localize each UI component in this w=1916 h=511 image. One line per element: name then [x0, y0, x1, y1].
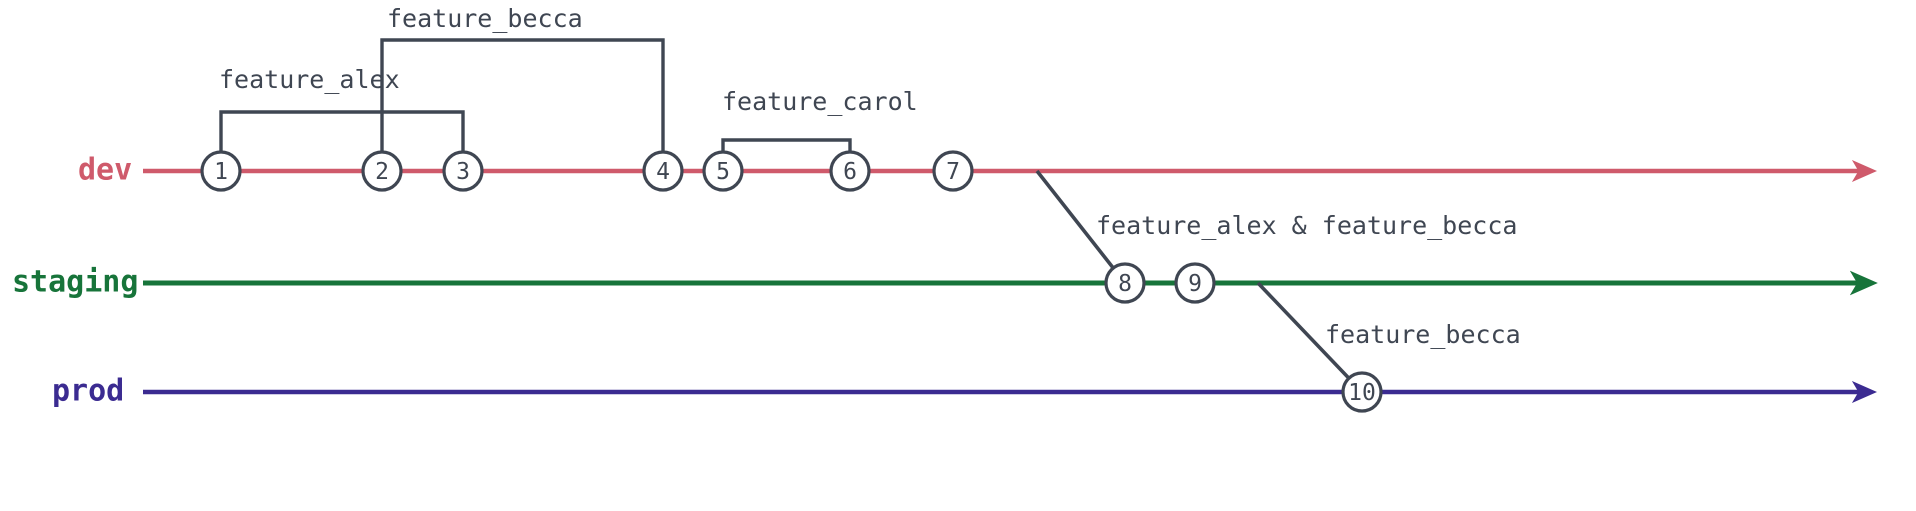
commit-number-5: 5: [716, 159, 730, 185]
feature-label-feature_alex: feature_alex: [219, 65, 400, 94]
merge-label-dev-to-staging-merge: feature_alex & feature_becca: [1096, 211, 1517, 240]
commit-circle-4: [642, 150, 684, 192]
merge-label-staging-to-prod-merge: feature_becca: [1325, 320, 1521, 349]
commit-number-6: 6: [843, 159, 857, 185]
commit-node-4[interactable]: 4: [642, 150, 684, 192]
commit-circle-9: [1174, 262, 1216, 304]
lane-lines-group: [143, 159, 1878, 404]
commit-number-10: 10: [1348, 380, 1376, 406]
commit-node-5[interactable]: 5: [702, 150, 744, 192]
merge-labels-group: feature_alex & feature_becca feature_becc…: [1096, 211, 1521, 349]
feature-label-feature_carol: feature_carol: [722, 87, 918, 116]
commit-node-6[interactable]: 6: [829, 150, 871, 192]
commit-number-7: 7: [946, 159, 960, 185]
commit-node-2[interactable]: 2: [361, 150, 403, 192]
lane-label-dev: dev: [78, 153, 132, 188]
commit-number-3: 3: [456, 159, 470, 185]
commit-circle-5: [702, 150, 744, 192]
commit-nodes-group: 1 2 3 4 5 6 7 8 9 10: [200, 150, 1383, 413]
commit-circle-6: [829, 150, 871, 192]
feature-labels-group: feature_alex feature_becca feature_carol: [219, 4, 918, 116]
commit-number-4: 4: [656, 159, 670, 185]
commit-number-2: 2: [375, 159, 389, 185]
commit-circle-1: [200, 150, 242, 192]
feature-bracket-feature_alex: [219, 110, 465, 171]
commit-node-10[interactable]: 10: [1341, 371, 1383, 413]
commit-node-9[interactable]: 9: [1174, 262, 1216, 304]
commit-circle-8: [1104, 262, 1146, 304]
commit-circle-2: [361, 150, 403, 192]
commit-node-1[interactable]: 1: [200, 150, 242, 192]
lane-label-staging: staging: [12, 265, 138, 300]
feature-bracket-feature_becca: [380, 38, 665, 171]
merge-line-staging-to-prod-merge: [1256, 281, 1364, 394]
commit-circle-10: [1341, 371, 1383, 413]
merge-line-dev-to-staging-merge: [1035, 169, 1127, 285]
commit-number-1: 1: [214, 159, 228, 185]
commit-circle-3: [442, 150, 484, 192]
lane-label-prod: prod: [52, 374, 124, 409]
commit-node-8[interactable]: 8: [1104, 262, 1146, 304]
commit-number-9: 9: [1188, 271, 1202, 297]
lane-labels-group: dev staging prod: [12, 153, 138, 409]
commit-node-7[interactable]: 7: [932, 150, 974, 192]
commit-circle-7: [932, 150, 974, 192]
commit-number-8: 8: [1118, 271, 1132, 297]
merge-lines-group: [1035, 169, 1364, 394]
commit-node-3[interactable]: 3: [442, 150, 484, 192]
feature-label-feature_becca: feature_becca: [387, 4, 583, 33]
